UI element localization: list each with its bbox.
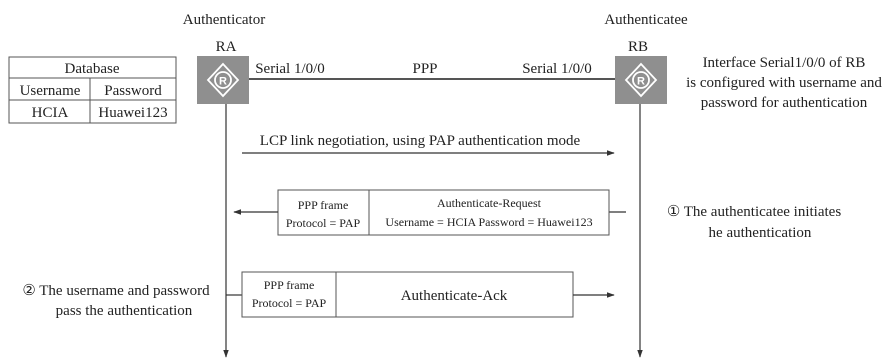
router-rb-label: RB [628, 39, 648, 55]
svg-text:R: R [219, 76, 227, 88]
router-ra: R [197, 56, 249, 104]
cell-username: HCIA [32, 105, 69, 121]
router-icon: R [624, 62, 658, 98]
rb-config-note: Interface Serial1/0/0 of RB is configure… [686, 55, 882, 111]
request-protocol-label: Protocol = PAP [286, 216, 361, 230]
svg-text:R: R [637, 76, 645, 88]
column-header-password: Password [104, 83, 162, 99]
database-title: Database [65, 61, 120, 77]
ack-title: Authenticate-Ack [401, 288, 508, 304]
svg-text:Interface Serial1/0/0 of RB: Interface Serial1/0/0 of RB [703, 55, 866, 71]
ra-interface-label: Serial 1/0/0 [255, 61, 325, 77]
svg-text:is configured with username an: is configured with username and [686, 75, 882, 91]
step2-annotation: ② The username and password pass the aut… [22, 283, 210, 319]
request-frame-label: PPP frame [298, 198, 349, 212]
cell-password: Huawei123 [98, 105, 167, 121]
lcp-negotiation-label: LCP link negotiation, using PAP authenti… [260, 133, 581, 149]
router-rb: R [615, 56, 667, 104]
svg-text:pass the authentication: pass the authentication [56, 303, 193, 319]
ack-protocol-label: Protocol = PAP [252, 296, 327, 310]
request-title: Authenticate-Request [437, 196, 542, 210]
svg-text:① The authenticatee initiates: ① The authenticatee initiates [667, 204, 842, 220]
authenticate-ack-frame: PPP frame Protocol = PAP Authenticate-Ac… [241, 271, 574, 318]
database-table: Database Username Password HCIA Huawei12… [8, 56, 177, 124]
step1-annotation: ① The authenticatee initiates he authent… [667, 204, 842, 241]
ack-frame-label: PPP frame [264, 278, 315, 292]
column-header-username: Username [20, 83, 81, 99]
svg-text:he authentication: he authentication [709, 225, 812, 241]
router-ra-label: RA [216, 39, 237, 55]
request-credentials: Username = HCIA Password = Huawei123 [385, 215, 592, 229]
authenticate-request-frame: PPP frame Protocol = PAP Authenticate-Re… [277, 189, 610, 236]
ppp-protocol-label: PPP [412, 61, 437, 77]
authenticator-title: Authenticator [183, 12, 265, 28]
router-icon: R [206, 62, 240, 98]
authenticatee-title: Authenticatee [604, 12, 688, 28]
rb-interface-label: Serial 1/0/0 [522, 61, 592, 77]
svg-text:password for authentication: password for authentication [701, 95, 868, 111]
svg-text:② The username and password: ② The username and password [22, 283, 210, 299]
